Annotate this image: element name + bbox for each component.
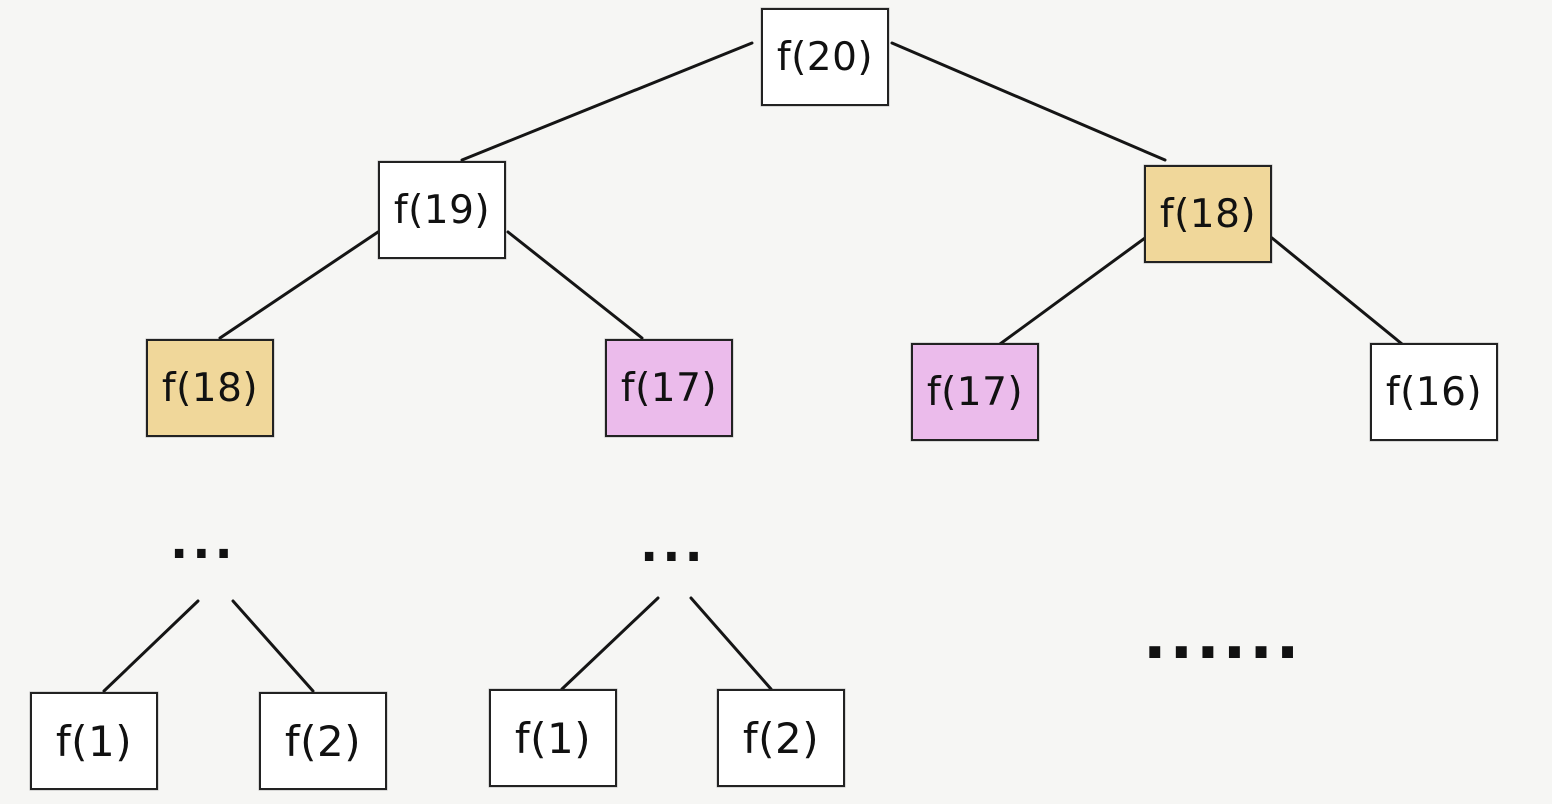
edge-left-ellipsis-left bbox=[102, 599, 200, 693]
node-f19: f(19) bbox=[378, 161, 506, 259]
edge-right-child-right bbox=[1270, 236, 1404, 346]
node-f16: f(16) bbox=[1370, 343, 1498, 441]
edge-left-child-left bbox=[218, 230, 380, 340]
right-ellipsis: ...... bbox=[1143, 600, 1303, 673]
edge-left-child-right bbox=[506, 230, 644, 340]
edge-middle-ellipsis-left bbox=[560, 596, 660, 691]
middle-ellipsis: ... bbox=[640, 517, 707, 573]
edge-root-right bbox=[890, 41, 1167, 162]
edge-root-left bbox=[460, 41, 754, 162]
left-ellipsis: ... bbox=[170, 514, 237, 570]
edge-left-ellipsis-right bbox=[231, 599, 315, 693]
node-f18-right-highlighted: f(18) bbox=[1144, 165, 1272, 263]
node-f17-left-highlighted: f(17) bbox=[605, 339, 733, 437]
edge-middle-ellipsis-right bbox=[689, 596, 773, 691]
node-f2-middle: f(2) bbox=[717, 689, 845, 787]
node-f2-left: f(2) bbox=[259, 692, 387, 790]
node-f20-root: f(20) bbox=[761, 8, 889, 106]
edge-right-child-left bbox=[998, 236, 1147, 346]
node-f1-middle: f(1) bbox=[489, 689, 617, 787]
node-f18-left-highlighted: f(18) bbox=[146, 339, 274, 437]
node-f17-right-highlighted: f(17) bbox=[911, 343, 1039, 441]
node-f1-left: f(1) bbox=[30, 692, 158, 790]
